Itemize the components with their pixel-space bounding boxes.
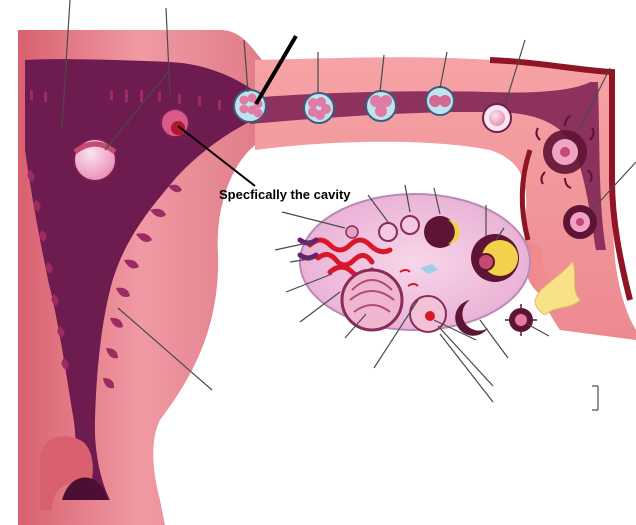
annotation-pointer-line [177, 125, 256, 187]
ovary [297, 193, 531, 336]
endometrium-folds [103, 184, 182, 389]
tube-lumen [250, 82, 606, 250]
early-blastocyst [160, 108, 190, 138]
leader-lines [61, 0, 636, 411]
tube-lower-edge [519, 149, 533, 241]
released-ovum [505, 304, 537, 336]
ruptured-follicle [409, 295, 447, 333]
fimbria-yellow [534, 261, 581, 316]
ovum-corona-2 [563, 205, 597, 239]
cervical-os [62, 477, 108, 500]
fundus-folds [30, 90, 221, 110]
four-cell-stage [365, 90, 397, 122]
corpus-luteum [340, 268, 404, 332]
eight-cell-stage [303, 92, 335, 124]
endometrium-folds-left [27, 170, 69, 370]
tube-edge [489, 57, 633, 301]
zygote [482, 103, 512, 133]
stroma-squiggles [399, 269, 419, 287]
annotation-label: Specfically the cavity [219, 187, 351, 202]
stroma-vessel [420, 264, 438, 274]
graafian-follicle [471, 234, 519, 282]
primordial-follicles [345, 215, 420, 242]
annotation: Specfically the cavity [177, 34, 351, 202]
uterus [18, 30, 262, 525]
corpus-albicans [455, 300, 488, 336]
ovum-corona-1 [535, 115, 595, 189]
secondary-follicle [424, 216, 460, 248]
two-cell-stage [425, 86, 455, 116]
implanting-blastocyst [73, 138, 117, 182]
annotation-arrow-line [254, 34, 298, 106]
fallopian-tube [250, 57, 636, 340]
cervix [40, 436, 93, 510]
